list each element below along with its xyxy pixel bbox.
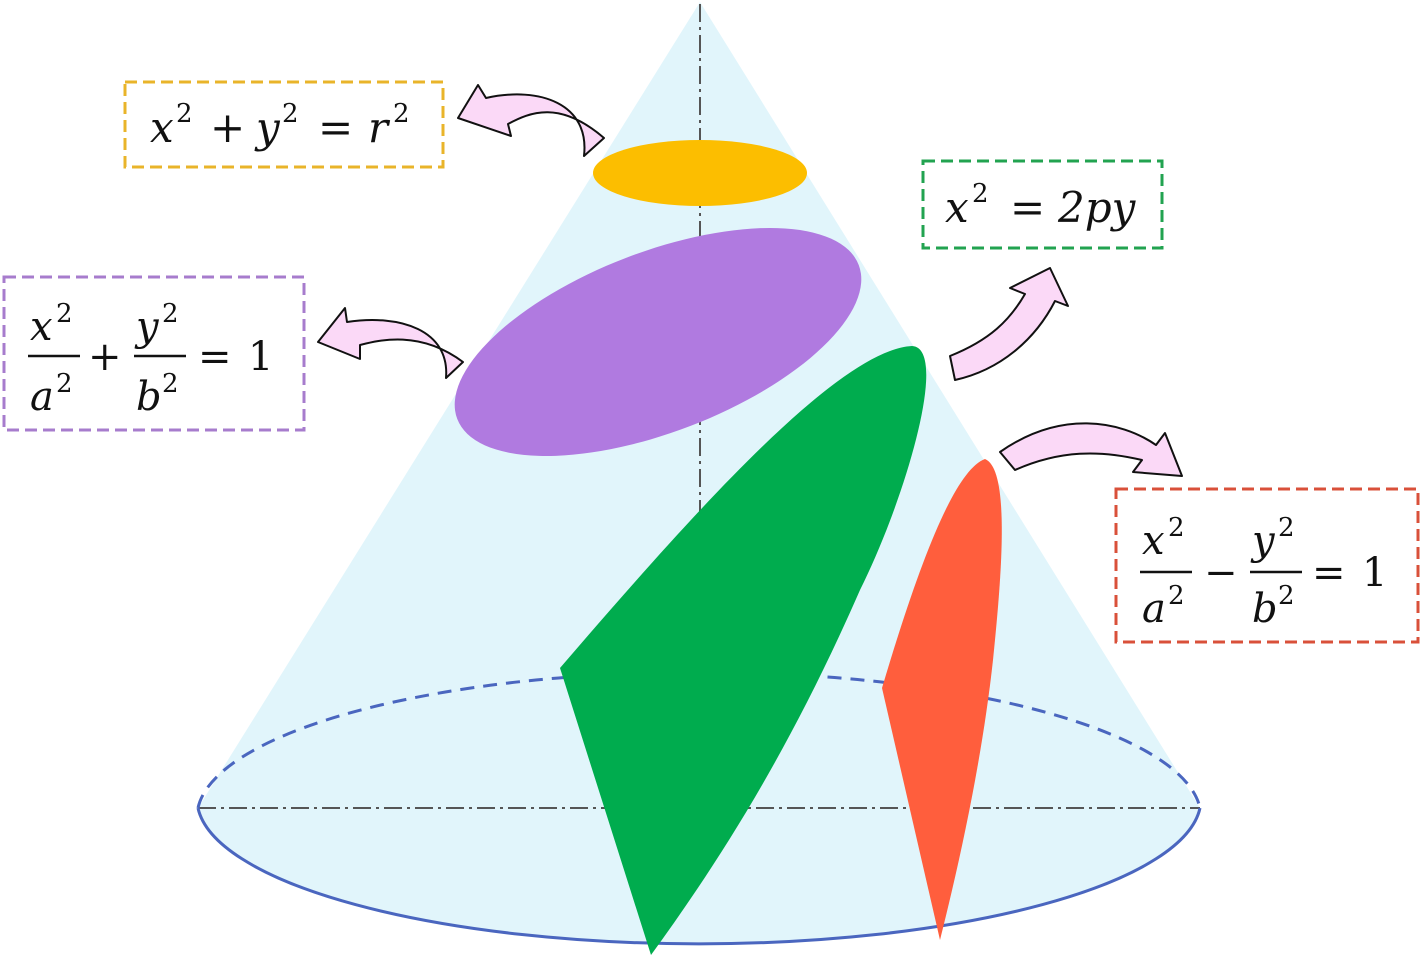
parabola-section (560, 346, 927, 955)
ellipse-section (454, 227, 862, 457)
svg-text:a: a (30, 374, 54, 420)
circle-section (593, 140, 807, 206)
svg-text:2: 2 (162, 299, 179, 329)
svg-text:2: 2 (176, 99, 193, 129)
svg-text:b: b (1252, 586, 1278, 632)
circle-equation-box (123, 80, 445, 169)
ellipse-equation-box (2, 275, 306, 432)
svg-text:y: y (254, 103, 281, 152)
circle-arrow-icon (457, 84, 605, 157)
svg-text:2: 2 (56, 299, 73, 329)
hyperbola-arrow-icon (999, 422, 1183, 477)
ellipse-equation: x 2 a 2 + y 2 b 2 = 1 (28, 299, 273, 420)
svg-text:b: b (136, 374, 162, 420)
svg-text:+: + (88, 334, 122, 380)
svg-text:y: y (1250, 518, 1276, 564)
parabola-equation: x 2 = 2py (945, 179, 1137, 232)
svg-text:+: + (210, 103, 245, 152)
svg-text:1: 1 (1362, 550, 1387, 596)
svg-text:y: y (134, 304, 160, 350)
svg-text:r: r (368, 103, 391, 152)
hyperbola-equation-box (1114, 487, 1420, 644)
hyperbola-equation: x 2 a 2 − y 2 b 2 = 1 (1140, 513, 1387, 632)
hyperbola-section (882, 459, 1002, 940)
circle-equation: x 2 + y 2 = r 2 (150, 99, 410, 152)
svg-text:=: = (318, 103, 353, 152)
svg-text:2: 2 (393, 99, 410, 129)
svg-text:−: − (1204, 550, 1238, 596)
svg-text:=: = (198, 334, 232, 380)
svg-text:x: x (1142, 518, 1165, 564)
svg-text:2: 2 (282, 99, 299, 129)
svg-text:=: = (1312, 550, 1346, 596)
svg-text:2py: 2py (1057, 183, 1137, 232)
svg-text:=: = (1010, 183, 1045, 232)
svg-text:2: 2 (1168, 513, 1185, 543)
svg-text:2: 2 (1278, 581, 1295, 611)
ellipse-arrow-icon (317, 307, 464, 379)
cone-base-front-edge (196, 807, 1202, 946)
parabola-equation-box (921, 159, 1164, 250)
svg-text:a: a (1142, 586, 1166, 632)
svg-text:2: 2 (1278, 513, 1295, 543)
svg-text:2: 2 (56, 369, 73, 399)
svg-text:x: x (150, 103, 174, 152)
svg-text:x: x (945, 183, 969, 232)
parabola-arrow-icon (949, 267, 1069, 381)
svg-text:1: 1 (248, 334, 273, 380)
svg-text:2: 2 (162, 369, 179, 399)
svg-text:x: x (30, 304, 53, 350)
svg-text:2: 2 (972, 179, 989, 209)
svg-text:2: 2 (1168, 581, 1185, 611)
